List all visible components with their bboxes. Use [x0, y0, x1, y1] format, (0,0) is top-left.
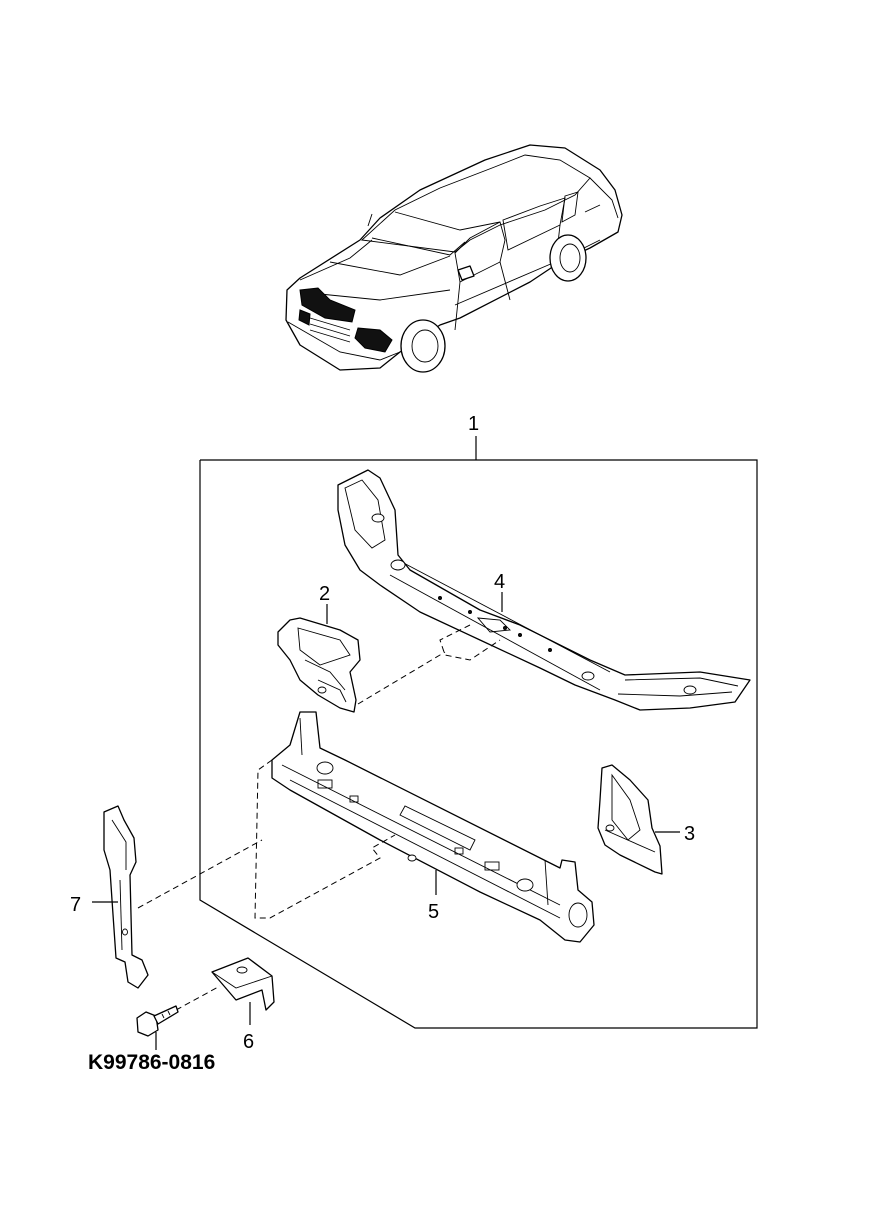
assembly-outline	[199, 436, 758, 1029]
callout-4: 4	[494, 571, 505, 593]
part-7-side-stay	[103, 805, 149, 989]
part-6-small-bracket	[211, 957, 275, 1011]
callout-5: 5	[428, 901, 439, 923]
callout-7: 7	[70, 894, 81, 916]
part-3-right-bracket	[597, 764, 663, 875]
part-4-upper-member	[337, 469, 751, 711]
fastener-part-number: K99786-0816	[88, 1051, 215, 1074]
part-2-left-bracket	[277, 617, 361, 713]
callout-6: 6	[243, 1031, 254, 1053]
callout-1: 1	[468, 413, 479, 435]
car-illustration	[285, 144, 623, 373]
part-5-lower-member	[271, 711, 595, 943]
callout-3: 3	[684, 823, 695, 845]
callout-2: 2	[319, 583, 330, 605]
fastener-bolt	[136, 1005, 179, 1037]
